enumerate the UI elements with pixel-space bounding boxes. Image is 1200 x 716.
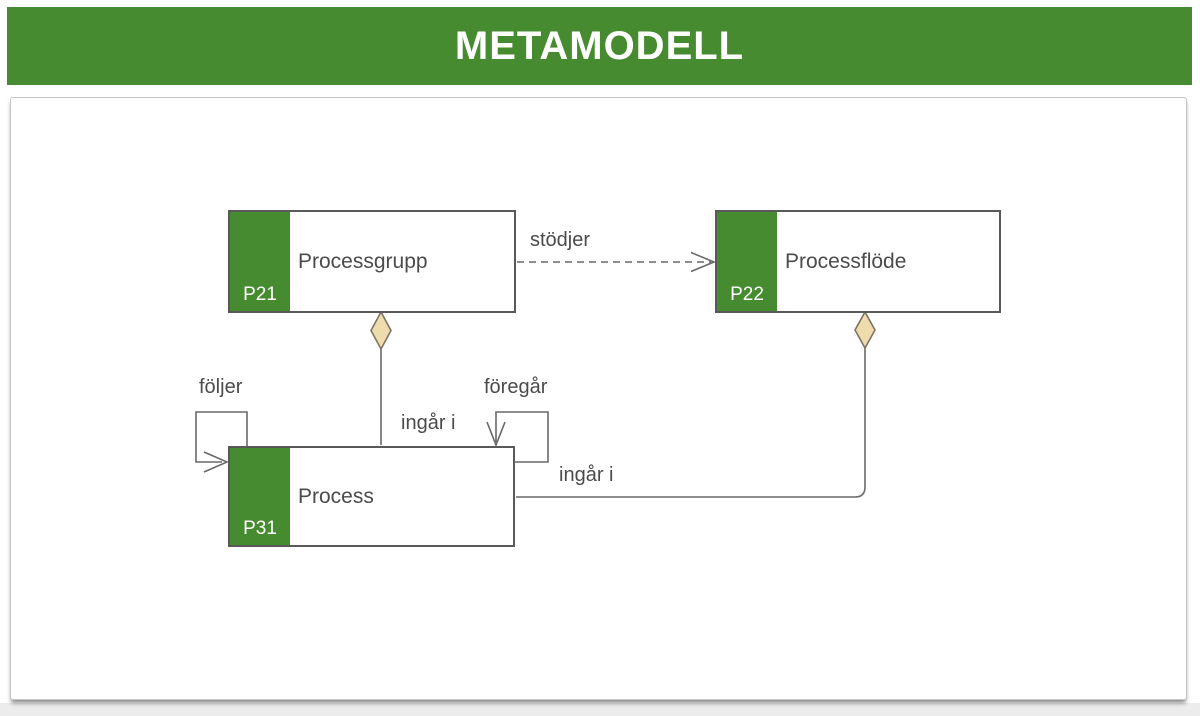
relation-label-foregar: föregår: [484, 376, 548, 398]
page-bottom-strip: [0, 703, 1200, 716]
entity-name: Process: [298, 484, 374, 508]
entity-process: P31 Process: [228, 446, 515, 547]
open-arrowhead-icon: [690, 251, 717, 273]
aggregation-diamond-icon: [854, 310, 876, 350]
self-loop-foljer: [195, 411, 248, 463]
entity-color-bar: P21: [230, 212, 290, 311]
entity-processgrupp: P21 Processgrupp: [228, 210, 516, 313]
aggregation-diamond-icon: [370, 310, 392, 351]
entity-id-badge: P21: [243, 284, 277, 305]
self-loop-foregar: [495, 411, 549, 463]
relation-label-stodjer: stödjer: [530, 229, 591, 251]
entity-name: Processgrupp: [298, 249, 428, 273]
diagram-canvas: [10, 97, 1187, 700]
relation-label-ingar-i-processgrupp: ingår i: [401, 412, 456, 434]
entity-name: Processflöde: [785, 249, 907, 273]
aggregation-line-elbow: [516, 348, 866, 498]
open-arrowhead-icon: [486, 421, 506, 448]
entity-id-badge: P31: [243, 518, 277, 539]
entity-id-badge: P22: [730, 284, 764, 305]
entity-color-bar: P22: [717, 212, 777, 311]
title-bar: METAMODELL: [7, 7, 1192, 85]
relation-label-ingar-i-processflode: ingår i: [559, 464, 614, 486]
relation-label-foljer: följer: [199, 376, 243, 398]
open-arrowhead-icon: [203, 451, 230, 473]
entity-processflode: P22 Processflöde: [715, 210, 1001, 313]
entity-color-bar: P31: [230, 448, 290, 545]
page-title: METAMODELL: [454, 23, 745, 68]
